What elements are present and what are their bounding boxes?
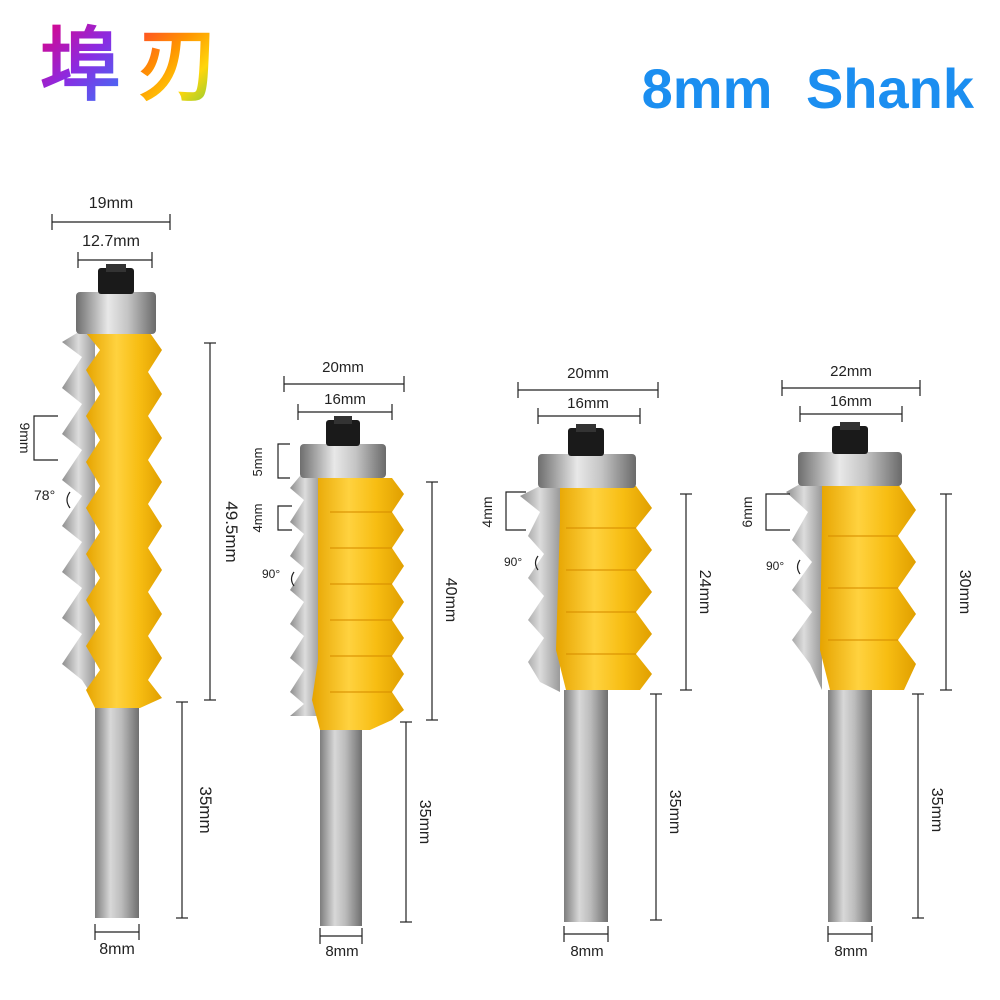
bit-4-shank-length: 35mm xyxy=(928,788,945,832)
bit-1-pitch: 9mm xyxy=(17,422,33,453)
bit-1-angle: 78° xyxy=(34,487,55,503)
bit-3-screw xyxy=(568,428,604,456)
bit-4-screw-head xyxy=(840,422,860,430)
bit-4-left-cutter xyxy=(786,484,822,690)
bit-3-outer-diameter: 20mm xyxy=(567,365,609,382)
bit-1-shank-diameter: 8mm xyxy=(99,941,135,958)
router-bit-4: 22mm 16mm 6mm 90° 30mm 35mm 8mm xyxy=(739,363,973,960)
bit-3-shank xyxy=(564,690,608,922)
brand-char-1: 埠 xyxy=(40,19,138,112)
bit-3-angle: 90° xyxy=(504,555,522,569)
bit-4-angle: 90° xyxy=(766,559,784,573)
bit-4-shank xyxy=(828,690,872,922)
bit-1-outer-diameter: 19mm xyxy=(89,195,133,212)
router-bit-1: 19mm 12.7mm 9mm 78° 49.5mm 35mm 8mm xyxy=(17,195,241,958)
bit-1-shank xyxy=(95,698,139,918)
bit-2-cut-height: 40mm xyxy=(442,578,459,622)
bit-2-bearing-offset: 5mm xyxy=(250,448,265,477)
brand-logo: 埠刃 xyxy=(40,26,236,106)
bit-3-blade xyxy=(556,486,652,690)
bit-3-bearing-diameter: 16mm xyxy=(567,395,609,412)
bit-1-screw-head xyxy=(106,264,126,272)
bit-1-cut-height: 49.5mm xyxy=(222,501,241,562)
bit-2-bearing xyxy=(300,444,386,478)
bit-4-pitch: 6mm xyxy=(739,496,755,527)
bit-2-blade xyxy=(312,478,404,730)
bit-3-pitch: 4mm xyxy=(479,496,495,527)
bit-4-shank-diameter: 8mm xyxy=(834,943,867,960)
bit-3-shank-diameter: 8mm xyxy=(570,943,603,960)
bit-2-shank-length: 35mm xyxy=(416,800,433,844)
bit-1-bearing-diameter: 12.7mm xyxy=(82,233,140,250)
brand-char-2: 刃 xyxy=(138,19,236,112)
bit-3-cut-height: 24mm xyxy=(696,570,713,614)
bit-1-shank-length: 35mm xyxy=(196,786,215,833)
bit-1-blade xyxy=(86,333,162,708)
bit-4-bearing xyxy=(798,452,902,486)
bit-1-left-cutter xyxy=(62,330,95,700)
bit-4-cut-height: 30mm xyxy=(956,570,973,614)
bit-4-bearing-diameter: 16mm xyxy=(830,393,872,410)
bit-2-shank-diameter: 8mm xyxy=(325,943,358,960)
bit-3-screw-head xyxy=(576,424,596,432)
bit-4-outer-diameter: 22mm xyxy=(830,363,872,380)
bit-3-shank-length: 35mm xyxy=(666,790,683,834)
router-bit-3: 20mm 16mm 4mm 90° 24mm 35mm 8mm xyxy=(479,365,713,960)
bit-2-angle: 90° xyxy=(262,567,280,581)
bit-2-screw-head xyxy=(334,416,352,424)
bit-1-screw xyxy=(98,268,134,294)
bit-1-bearing xyxy=(76,292,156,334)
shank-title: 8mm Shank xyxy=(641,57,974,120)
bit-2-left-cutter xyxy=(290,476,320,716)
bit-2-bearing-diameter: 16mm xyxy=(324,391,366,408)
router-bit-2: 20mm 16mm 5mm 4mm 90° 40mm 35mm 8mm xyxy=(250,359,459,960)
bit-2-screw xyxy=(326,420,360,446)
bit-2-shank xyxy=(320,718,362,926)
bit-3-left-cutter xyxy=(520,486,560,692)
bit-2-pitch: 4mm xyxy=(250,504,265,533)
bit-2-outer-diameter: 20mm xyxy=(322,359,364,376)
bit-3-bearing xyxy=(538,454,636,488)
bit-4-screw xyxy=(832,426,868,454)
